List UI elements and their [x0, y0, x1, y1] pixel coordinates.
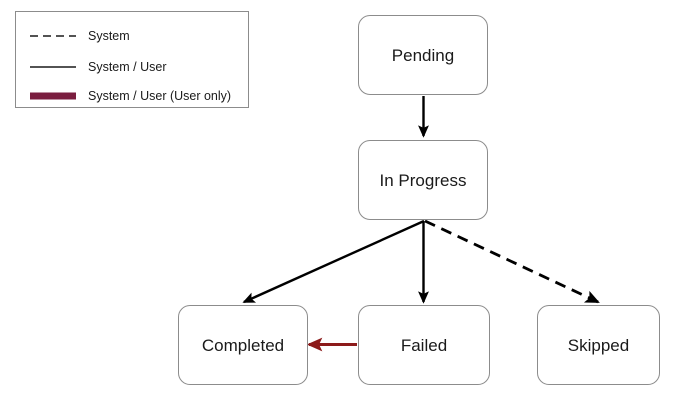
state-node-label: In Progress	[379, 170, 467, 190]
legend-box: System System / User System / User (User…	[15, 11, 249, 108]
state-node-in-progress[interactable]: In Progress	[358, 140, 488, 220]
thick-maroon-bar-sample	[30, 90, 76, 102]
legend-item-label: System / User (User only)	[88, 88, 232, 103]
state-node-label: Failed	[400, 335, 448, 355]
legend-item-system-user-only: System / User (User only)	[16, 84, 250, 108]
state-node-label: Pending	[391, 45, 455, 65]
legend-item-label: System / User	[88, 59, 167, 74]
legend-item-system: System	[16, 24, 250, 48]
edge-in-progress-to-completed	[242, 219, 425, 304]
legend-item-system-user: System / User	[16, 55, 250, 79]
solid-line-sample	[30, 61, 76, 73]
state-node-pending[interactable]: Pending	[358, 15, 488, 95]
state-node-completed[interactable]: Completed	[178, 305, 308, 385]
state-node-skipped[interactable]: Skipped	[537, 305, 660, 385]
legend-item-label: System	[88, 28, 130, 43]
state-node-failed[interactable]: Failed	[358, 305, 490, 385]
state-node-label: Skipped	[567, 335, 630, 355]
state-node-label: Completed	[201, 335, 285, 355]
edge-in-progress-to-skipped	[424, 219, 600, 304]
dashed-line-sample	[30, 30, 76, 42]
